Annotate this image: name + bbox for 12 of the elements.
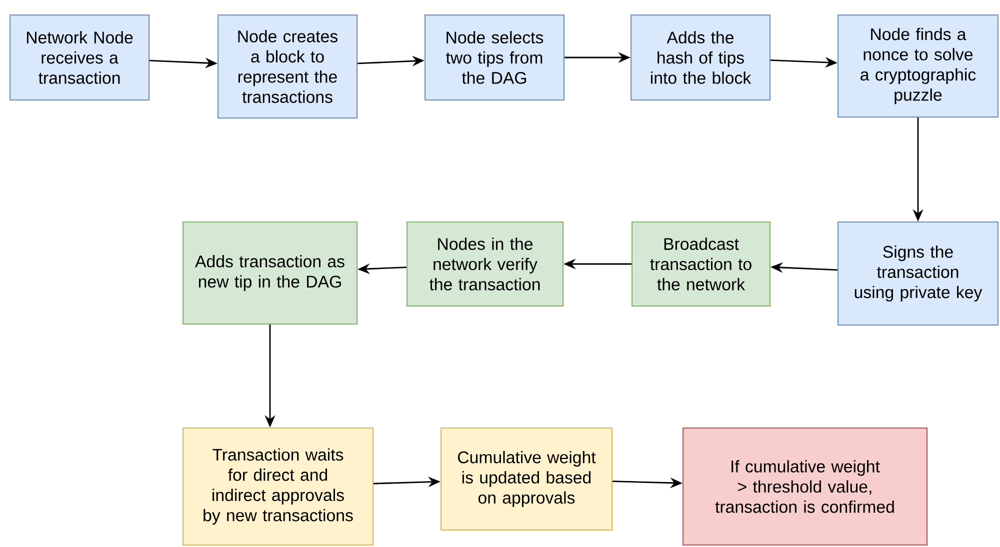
process-box: Network Node receives a transaction [10,14,150,101]
process-box: Node creates a block to represent the transactions [218,14,358,118]
process-box: Node selects two tips from the DAG [424,14,565,101]
process-box: Cumulative weight is updated based on approvals [440,427,613,530]
process-box: Adds transaction as new tip in the DAG [182,221,358,324]
process-box: Transaction waits for direct and indirect approvals by new transactions [182,427,374,546]
process-box: Broadcast transaction to the network [632,221,771,307]
process-box: Signs the transaction using private key [838,221,999,326]
process-box: Node finds a nonce to solve a cryptographic puzzle [838,14,999,118]
process-box: Adds the hash of tips into the block [630,14,771,101]
process-box: If cumulative weight > threshold value, transaction is confirmed [682,427,928,546]
process-box: Nodes in the network verify the transaction [406,221,564,307]
